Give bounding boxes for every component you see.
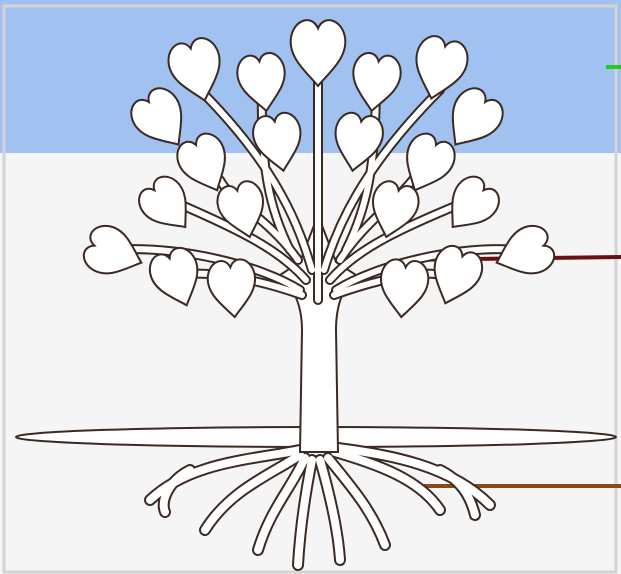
tree-diagram	[0, 0, 621, 574]
